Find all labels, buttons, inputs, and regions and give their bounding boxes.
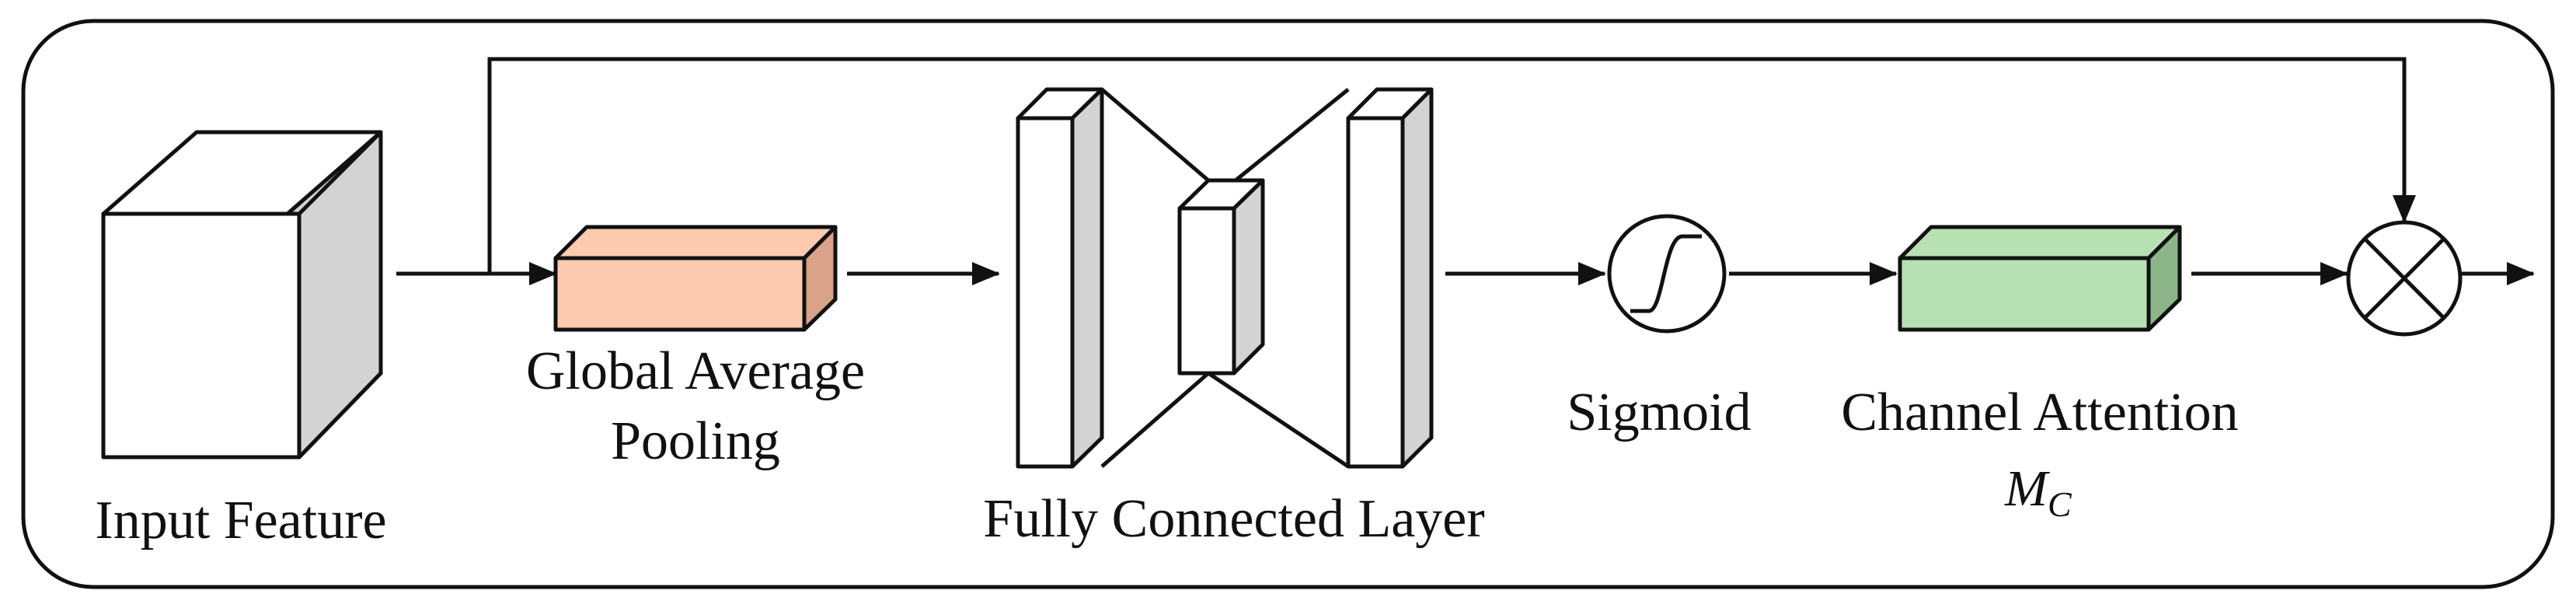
label-mc-sub: C	[2048, 484, 2072, 524]
input-feature-cube	[101, 130, 383, 460]
label-sigmoid: Sigmoid	[1567, 383, 1751, 442]
label-gap-line2: Pooling	[611, 411, 780, 471]
label-mc-base: M	[2004, 460, 2051, 517]
gap-block	[553, 225, 838, 332]
label-channel-attention: Channel Attention	[1841, 383, 2238, 442]
channel-attention-block	[1898, 225, 2182, 332]
skip-connection	[487, 57, 2416, 274]
circled-times-icon	[2346, 220, 2463, 337]
label-fc-layer: Fully Connected Layer	[983, 489, 1484, 549]
outer-frame	[21, 19, 2555, 589]
sigmoid-curve-icon	[1607, 214, 1727, 334]
fc-layer	[1016, 87, 1434, 469]
label-input-feature: Input Feature	[95, 491, 386, 550]
label-gap-line1: Global Average	[526, 341, 865, 401]
label-mc: MC	[2004, 460, 2072, 524]
